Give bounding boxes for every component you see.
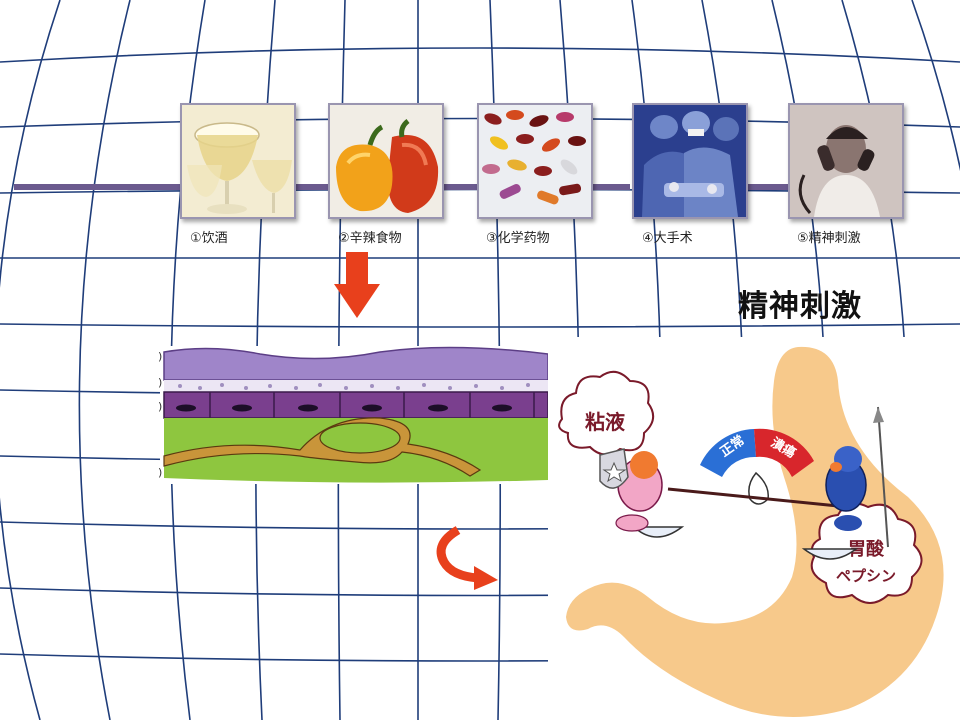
stomach-balance-illustration: 粘液 胃酸 ペプシン 正常 潰瘍 — [548, 337, 960, 720]
cause-caption: ③化学药物 — [486, 231, 550, 246]
svg-text:): ) — [158, 400, 162, 413]
timeline-line — [592, 184, 630, 190]
pink-defender-character — [599, 448, 663, 532]
page-heading: 精神刺激 — [738, 289, 862, 324]
wine-glasses-image — [182, 105, 294, 217]
acid-label: 胃酸 — [848, 538, 885, 560]
mucus-label: 粘液 — [585, 410, 626, 434]
timeline-line — [14, 184, 182, 190]
peppers-image — [330, 105, 442, 217]
cause-photo-surgery — [632, 103, 748, 219]
pills-image — [479, 105, 591, 217]
stomach-wall-tissue-diagram: )))) — [158, 346, 548, 484]
cause-photo-pills — [477, 103, 593, 219]
pepsin-label: ペプシン — [836, 567, 896, 585]
mucus-label-bubble — [558, 370, 655, 456]
timeline-line — [746, 184, 788, 190]
cause-caption: ⑤精神刺激 — [797, 231, 861, 246]
stomach-shape — [566, 346, 944, 717]
cause-photo-peppers — [328, 103, 444, 219]
cause-photo-wine — [180, 103, 296, 219]
timeline-line — [292, 184, 330, 190]
balance-beam — [667, 487, 849, 509]
timeline-line — [444, 184, 480, 190]
cause-caption: ②辛辣食物 — [338, 231, 402, 246]
gauge-normal-zone — [700, 429, 756, 477]
svg-text:): ) — [158, 350, 162, 363]
svg-text:): ) — [158, 376, 162, 389]
cause-caption: ①饮酒 — [190, 231, 228, 246]
gauge-ulcer-zone — [754, 428, 814, 477]
surgery-image — [634, 105, 746, 217]
blue-attacker-character — [825, 406, 889, 548]
down-arrow-icon — [334, 252, 380, 318]
cause-caption: ④大手术 — [642, 231, 693, 246]
balance-pan-right — [801, 548, 859, 560]
stressed-person-image — [790, 105, 902, 217]
curved-arrow-icon — [436, 526, 498, 590]
svg-text:): ) — [158, 466, 162, 479]
cause-photo-stress — [788, 103, 904, 219]
